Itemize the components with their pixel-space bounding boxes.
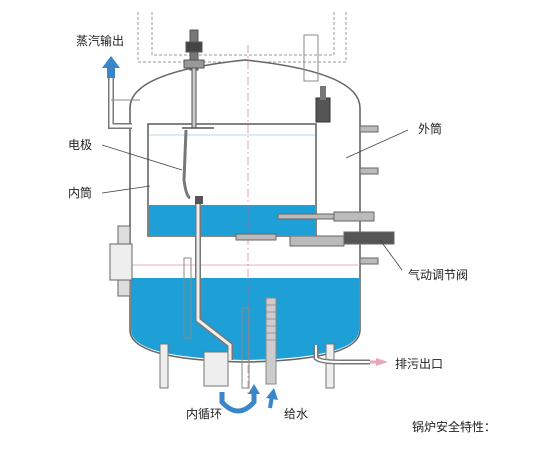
outer-water [131,278,359,360]
support-legs [159,343,335,389]
inner-shell-label: 内筒 [68,186,93,200]
steam-arrow-icon [102,56,120,78]
outer-shell-label: 外筒 [418,122,443,136]
steam-outlet-label: 蒸汽输出 [76,34,125,48]
internal-circulation-label: 内循环 [186,407,223,421]
drain-outlet-label: 排污出口 [395,357,444,371]
inner-circulation-pipe [195,196,233,360]
feed-water-label: 给水 [284,407,309,421]
electrode-label: 电极 [68,138,93,152]
inner-water [149,205,315,235]
boiler-safety-label: 锅炉安全特性： [412,420,497,434]
steam-outlet-pipe [108,78,132,129]
electrode [182,127,214,200]
left-level-gauge [109,225,133,297]
drain-arrow-icon [376,358,388,366]
right-top-valve [315,86,331,123]
top-dashed-frame [137,12,347,63]
circulation-arrow-icon [219,392,257,414]
right-fittings [235,125,395,265]
pneumatic-valve-label: 气动调节阀 [408,268,469,282]
